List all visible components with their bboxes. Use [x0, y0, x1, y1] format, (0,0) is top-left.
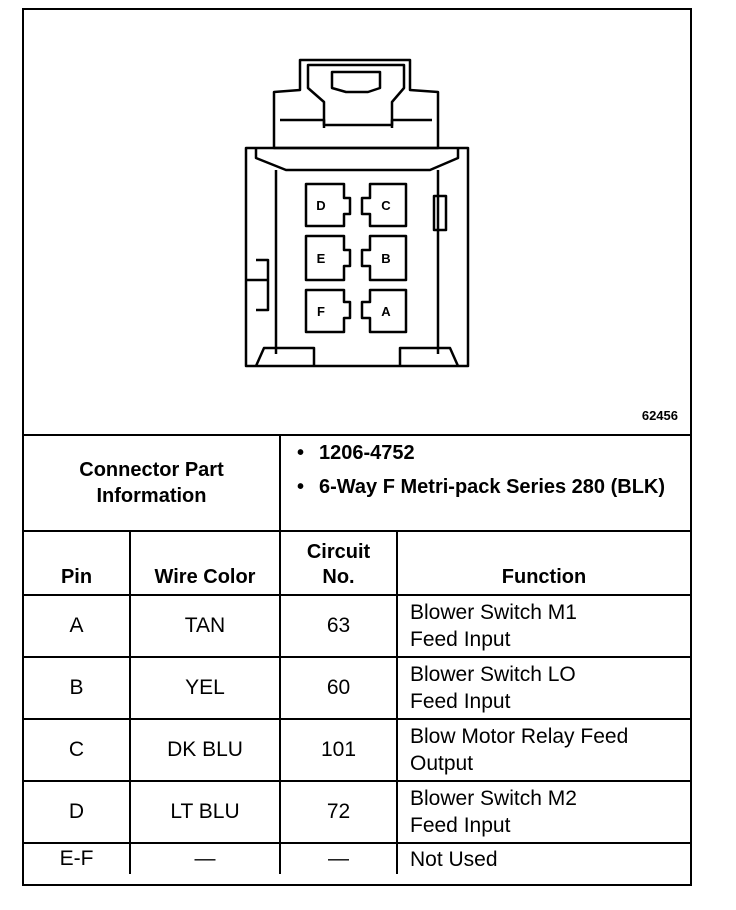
bullet-icon: •: [297, 476, 305, 498]
connector-info-item: • 6-Way F Metri-pack Series 280 (BLK): [295, 474, 690, 500]
cavity-d: [304, 182, 352, 228]
table-row: D LT BLU 72 Blower Switch M2 Feed Input: [24, 781, 691, 844]
pin-label-c: C: [381, 198, 391, 213]
body-bottom-rim: [254, 346, 460, 367]
wire-color-cell: DK BLU: [129, 719, 281, 782]
function-line2: Feed Input: [410, 628, 511, 651]
table-row: B YEL 60 Blower Switch LO Feed Input: [24, 657, 691, 720]
latch-inner: [306, 63, 406, 127]
pin-label-f: F: [317, 304, 325, 319]
function-line2: Feed Input: [410, 690, 511, 713]
header-circuit: Circuit No.: [279, 531, 398, 596]
pin-cell: B: [24, 657, 131, 720]
circuit-cell: 63: [279, 595, 398, 658]
function-line1: Blow Motor Relay Feed: [410, 725, 629, 748]
cavity-a: [360, 288, 408, 334]
wire-color-cell: TAN: [129, 595, 281, 658]
figure-number: 62456: [641, 408, 678, 423]
table-row: C DK BLU 101 Blow Motor Relay Feed Outpu…: [24, 719, 691, 782]
header-circuit-line2: No.: [322, 566, 355, 588]
pin-label-a: A: [381, 304, 391, 319]
circuit-cell: 101: [279, 719, 398, 782]
function-line1: Not Used: [410, 847, 498, 871]
connector-info-label: Connector Part Information: [24, 435, 281, 532]
circuit-cell: 60: [279, 657, 398, 720]
function-cell: Blower Switch M1 Feed Input: [395, 595, 691, 658]
function-cell: Blower Switch M2 Feed Input: [395, 781, 691, 844]
table-row: E-F — — Not Used: [24, 843, 691, 874]
connector-face-drawing: D C E B F A: [244, 58, 470, 368]
header-circuit-line1: Circuit: [306, 541, 371, 563]
circuit-cell: —: [279, 843, 398, 874]
connector-info-list: • 1206-4752 • 6-Way F Metri-pack Series 28…: [278, 435, 691, 532]
connector-frame: D C E B F A 62456 Connector Part Informa…: [22, 8, 692, 886]
pin-cell: E-F: [24, 843, 131, 874]
function-cell: Blow Motor Relay Feed Output: [395, 719, 691, 782]
header-pin: Pin: [24, 531, 131, 596]
pin-cell: D: [24, 781, 131, 844]
body-side-notch: [246, 258, 270, 312]
function-line1: Blower Switch M1: [410, 601, 577, 624]
cavity-c: [360, 182, 408, 228]
function-line1: Blower Switch M2: [410, 787, 577, 810]
connector-info-row: Connector Part Information • 1206-4752 • 6…: [24, 435, 691, 532]
header-wire-color: Wire Color: [129, 531, 281, 596]
pin-cell: A: [24, 595, 131, 658]
connector-info-label-line2: Information: [96, 485, 207, 507]
pin-label-d: D: [316, 198, 325, 213]
connector-type: 6-Way F Metri-pack Series 280 (BLK): [319, 476, 666, 498]
function-cell: Blower Switch LO Feed Input: [395, 657, 691, 720]
pin-label-b: B: [381, 251, 390, 266]
circuit-cell: 72: [279, 781, 398, 844]
part-number: 1206-4752: [319, 442, 415, 464]
table-row: A TAN 63 Blower Switch M1 Feed Input: [24, 595, 691, 658]
function-line2: Feed Input: [410, 814, 511, 837]
body-inner: [274, 170, 440, 354]
wire-color-cell: —: [129, 843, 281, 874]
pinout-table: Connector Part Information • 1206-4752 • 6…: [24, 434, 691, 874]
connector-info-item: • 1206-4752: [295, 440, 690, 466]
header-function: Function: [395, 531, 691, 596]
function-cell: Not Used: [395, 843, 691, 874]
cavity-f: [304, 288, 352, 334]
cavity-b: [360, 234, 408, 282]
pin-cell: C: [24, 719, 131, 782]
function-line2: Output: [410, 752, 474, 775]
wire-color-cell: LT BLU: [129, 781, 281, 844]
wire-color-cell: YEL: [129, 657, 281, 720]
cavity-e: [304, 234, 352, 282]
body-top-rim: [254, 148, 460, 172]
connector-diagram: D C E B F A 62456: [24, 10, 690, 434]
connector-info-label-line1: Connector Part: [79, 459, 224, 481]
function-line1: Blower Switch LO: [410, 663, 576, 686]
bullet-icon: •: [297, 442, 305, 464]
connector-body: [244, 146, 470, 368]
latch-step: [280, 118, 432, 128]
latch-tab: [330, 70, 382, 94]
side-slot: [432, 194, 448, 232]
table-header-row: Pin Wire Color Circuit No. Function: [24, 531, 691, 596]
pin-label-e: E: [317, 251, 326, 266]
